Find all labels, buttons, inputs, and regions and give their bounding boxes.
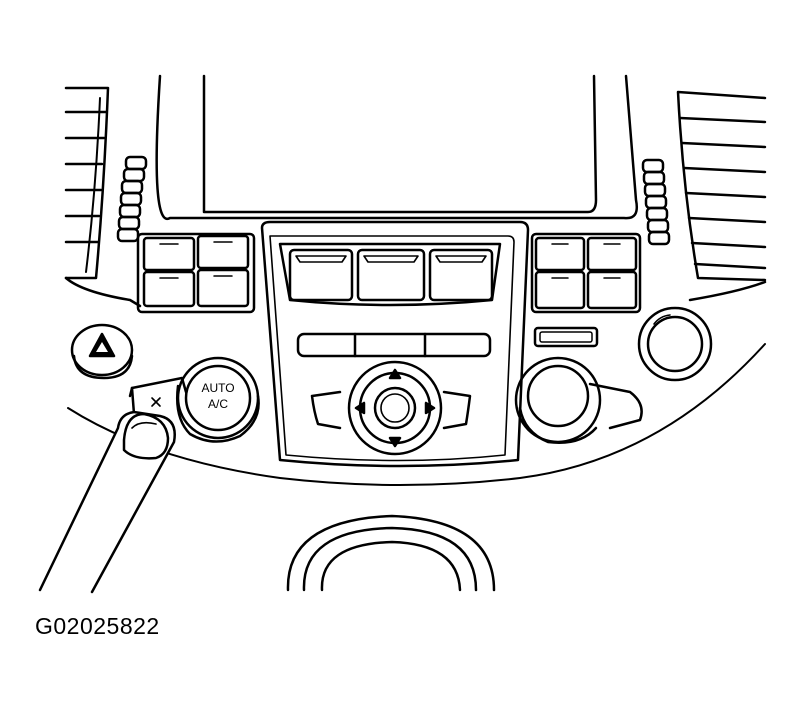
left-switch-2[interactable]	[196, 234, 250, 270]
right-vent-adjuster[interactable]	[641, 158, 671, 246]
figure-id-label: G02025822	[35, 613, 160, 639]
auto-ac-knob[interactable]: AUTO A/C	[176, 356, 260, 443]
right-switch-2[interactable]	[586, 236, 638, 272]
preset-button-3[interactable]	[428, 248, 494, 302]
upper-button-row	[278, 242, 502, 307]
center-control-panel	[260, 220, 530, 468]
directional-pad[interactable]	[310, 360, 472, 456]
pressing-finger	[38, 410, 176, 594]
hazard-warning-icon	[88, 332, 116, 358]
display-bezel	[155, 74, 638, 221]
right-switch-4[interactable]	[586, 270, 638, 310]
slot-button[interactable]	[533, 326, 599, 348]
right-upper-knob[interactable]	[637, 306, 713, 382]
fan-icon	[151, 397, 161, 407]
arrow-up-icon[interactable]	[388, 368, 402, 380]
preset-button-1[interactable]	[288, 248, 354, 302]
right-switch-3[interactable]	[534, 270, 586, 310]
arrow-left-icon[interactable]	[354, 401, 366, 415]
right-temperature-knob[interactable]	[514, 356, 643, 444]
hazard-button[interactable]	[70, 323, 134, 380]
arrow-right-icon[interactable]	[424, 401, 436, 415]
right-switch-block	[530, 232, 642, 314]
left-vent-adjuster[interactable]	[116, 155, 148, 243]
slim-button-strip	[296, 332, 492, 358]
fan-button[interactable]	[128, 376, 188, 416]
auto-ac-label-line1: AUTO	[201, 381, 234, 395]
dpad-center-button[interactable]	[373, 386, 417, 430]
left-switch-1[interactable]	[142, 236, 196, 272]
left-switch-4[interactable]	[196, 268, 250, 308]
right-air-vent	[676, 90, 767, 282]
arrow-down-icon[interactable]	[388, 436, 402, 448]
left-switch-3[interactable]	[142, 270, 196, 308]
left-air-vent	[64, 86, 110, 280]
cup-holder	[286, 514, 496, 592]
right-switch-1[interactable]	[534, 236, 586, 272]
auto-ac-label-line2: A/C	[208, 397, 228, 411]
left-switch-block	[136, 232, 256, 314]
preset-button-2[interactable]	[356, 248, 426, 302]
